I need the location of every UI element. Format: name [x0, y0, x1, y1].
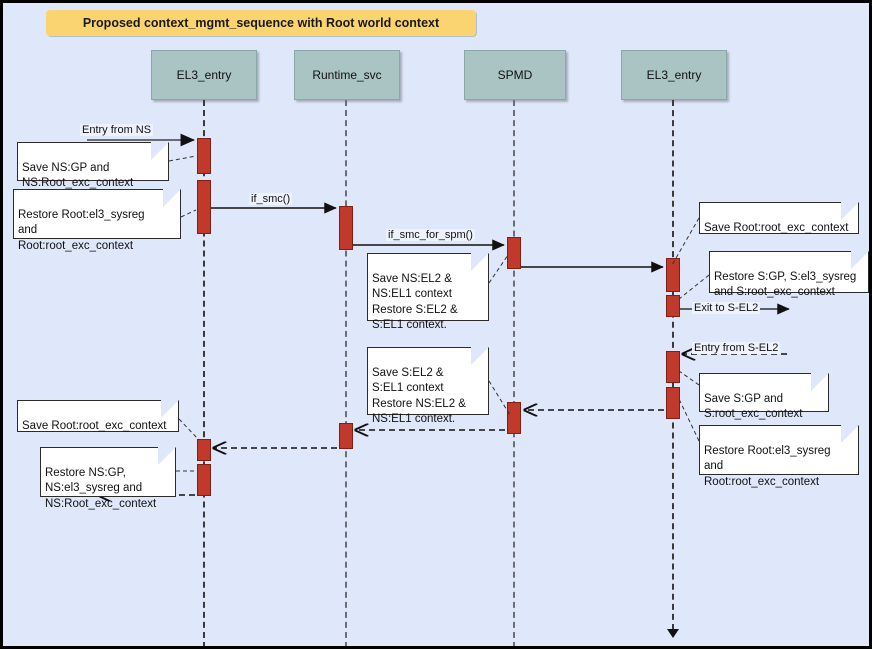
note-text: Restore Root:el3_sysreg and Root:root_ex…	[704, 444, 831, 488]
note-restore-root-el3-sysreg-bottom: Restore Root:el3_sysreg and Root:root_ex…	[699, 425, 859, 488]
activation-bar	[666, 387, 680, 419]
note-save-ns-el2-restore-s-el2: Save NS:EL2 & NS:EL1 context Restore S:E…	[367, 253, 489, 331]
note-save-root-exc-context-top: Save Root:root_exc_context	[699, 202, 859, 234]
message-label-if-smc-for-spm: if_smc_for_spm()	[386, 229, 475, 241]
activation-bar	[197, 180, 211, 234]
note-text: Save S:EL2 & S:EL1 context Restore NS:EL…	[372, 366, 466, 426]
note-fold-icon	[851, 251, 869, 269]
activation-bar	[507, 237, 521, 269]
activation-bar	[197, 439, 211, 461]
activation-bar	[666, 258, 680, 292]
note-restore-root-el3-sysreg-top: Restore Root:el3_sysreg and Root:root_ex…	[13, 189, 181, 252]
note-text: Save S:GP and S:root_exc_context	[704, 392, 803, 421]
message-label-entry-from-s-el2: Entry from S-EL2	[692, 342, 781, 354]
lifeline-runtime-svc	[345, 100, 347, 646]
lifeline-label: Runtime_svc	[312, 68, 382, 82]
note-fold-icon	[158, 447, 176, 465]
note-restore-ns-gp: Restore NS:GP, NS:el3_sysreg and NS:Root…	[40, 447, 176, 510]
activation-bar	[666, 295, 680, 317]
diagram-title-banner: Proposed context_mgmt_sequence with Root…	[46, 10, 476, 36]
note-text: Save NS:GP and NS:Root_exc_context	[22, 161, 134, 190]
note-fold-icon	[841, 425, 859, 443]
message-label-exit-to-s-el2: Exit to S-EL2	[692, 302, 761, 314]
lifeline-head-el3-entry-left[interactable]: EL3_entry	[151, 50, 257, 100]
activation-bar	[197, 464, 211, 496]
note-save-ns-gp: Save NS:GP and NS:Root_exc_context	[17, 142, 169, 189]
lifeline-spmd	[513, 100, 515, 646]
lifeline-head-runtime-svc[interactable]: Runtime_svc	[294, 50, 400, 100]
activation-bar	[507, 402, 521, 434]
note-fold-icon	[471, 253, 489, 271]
note-text: Save NS:EL2 & NS:EL1 context Restore S:E…	[372, 272, 458, 332]
note-fold-icon	[163, 189, 181, 207]
note-fold-icon	[841, 202, 859, 220]
note-save-s-gp: Save S:GP and S:root_exc_context	[699, 373, 829, 420]
lifeline-head-spmd[interactable]: SPMD	[464, 50, 566, 100]
activation-bar	[339, 423, 353, 449]
note-restore-s-gp-s-el3-sysreg: Restore S:GP, S:el3_sysreg and S:root_ex…	[709, 251, 869, 298]
lifeline-label: SPMD	[497, 68, 533, 82]
note-save-s-el2-restore-ns-el2: Save S:EL2 & S:EL1 context Restore NS:EL…	[367, 347, 489, 425]
activation-bar	[666, 351, 680, 383]
activation-bar	[197, 138, 211, 174]
note-fold-icon	[161, 400, 179, 418]
note-text: Restore NS:GP, NS:el3_sysreg and NS:Root…	[45, 466, 157, 510]
note-text: Save Root:root_exc_context	[704, 221, 849, 234]
diagram-title: Proposed context_mgmt_sequence with Root…	[82, 16, 440, 30]
lifeline-end-arrow-icon	[667, 629, 679, 638]
activation-bar	[339, 206, 353, 250]
lifeline-label: EL3_entry	[176, 68, 232, 82]
lifeline-head-el3-entry-right[interactable]: EL3_entry	[621, 50, 727, 100]
note-save-root-exc-context-bottom: Save Root:root_exc_context	[17, 400, 179, 432]
note-fold-icon	[151, 142, 169, 160]
note-text: Restore Root:el3_sysreg and Root:root_ex…	[18, 208, 145, 252]
note-fold-icon	[471, 347, 489, 365]
lifeline-el3-entry-left	[203, 100, 205, 646]
message-label-if-smc: if_smc()	[249, 193, 293, 205]
note-fold-icon	[811, 373, 829, 391]
message-label-entry-from-ns: Entry from NS	[80, 124, 154, 136]
lifeline-label: EL3_entry	[646, 68, 702, 82]
note-text: Restore S:GP, S:el3_sysreg and S:root_ex…	[714, 270, 857, 299]
note-text: Save Root:root_exc_context	[22, 419, 167, 432]
